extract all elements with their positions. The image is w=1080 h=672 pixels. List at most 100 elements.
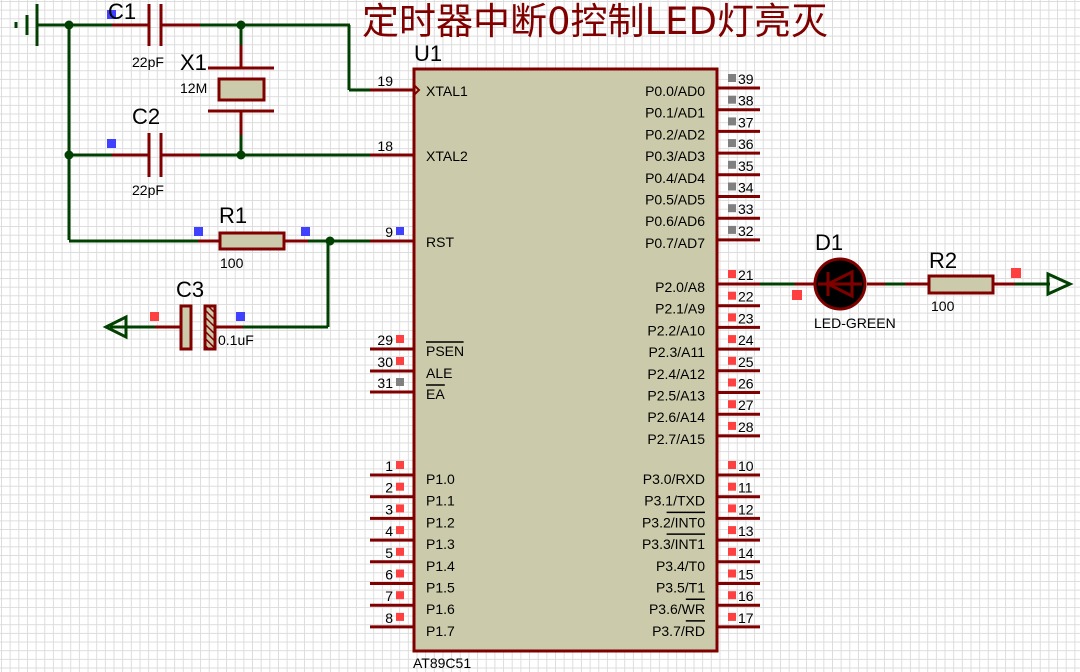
pin-label: RST	[426, 234, 454, 250]
pin-number: 2	[385, 480, 393, 496]
ground-symbol[interactable]	[14, 4, 39, 46]
pin-number: 34	[738, 180, 754, 196]
pin-marker-gray	[728, 204, 736, 213]
pin-number: 9	[385, 224, 393, 240]
pin-2[interactable]: 2P1.1	[370, 480, 455, 509]
pin-marker-red	[1011, 268, 1021, 278]
pin-number: 38	[738, 93, 754, 109]
pin-label: P2.1/A9	[655, 301, 705, 317]
pin-marker-gray	[728, 117, 736, 126]
pin-marker-red	[396, 591, 404, 600]
pin-label: P2.0/A8	[655, 279, 705, 295]
pin-label: P1.1	[426, 493, 455, 509]
pin-label-alt: T0	[689, 558, 706, 574]
pin-marker-blue	[236, 312, 245, 321]
junction-dot	[236, 150, 246, 160]
pin-label-alt: RD	[685, 623, 705, 639]
clock-marker-icon	[413, 84, 421, 96]
pin-8[interactable]: 8P1.7	[370, 610, 455, 639]
chip-u1[interactable]: U1 AT89C51 19XTAL118XTAL29RST29PSEN30ALE…	[370, 41, 760, 671]
pin-label: P2.2/A10	[647, 322, 705, 338]
crystal-body	[217, 77, 266, 102]
pin-label: P0.7/AD7	[645, 235, 705, 251]
pin-7[interactable]: 7P1.6	[370, 588, 455, 617]
pin-1[interactable]: 1P1.0	[370, 458, 455, 487]
pin-number: 16	[738, 588, 754, 604]
pin-number: 18	[377, 138, 393, 154]
pin-marker-red	[728, 335, 736, 344]
pin-label: XTAL2	[426, 148, 468, 164]
pin-marker-gray	[728, 139, 736, 148]
pin-label: P3.1/TXD	[644, 493, 705, 509]
resistor-r1[interactable]: R1 100	[194, 203, 310, 271]
pin-label: P1.3	[426, 536, 455, 552]
pin-number: 13	[738, 523, 754, 539]
resistor-body	[218, 231, 286, 251]
capacitor-c2[interactable]: C2 22pF	[107, 104, 200, 198]
c3-plate	[179, 304, 193, 351]
pin-label-prefix: P3.4/	[656, 558, 689, 574]
pin-marker-red	[396, 526, 404, 535]
pin-3[interactable]: 3P1.2	[370, 501, 455, 530]
junction-dot	[325, 236, 335, 246]
pin-marker-red	[728, 270, 736, 278]
pin-number: 27	[738, 397, 754, 413]
crystal-x1[interactable]: X1 12M	[180, 45, 274, 135]
pin-6[interactable]: 6P1.5	[370, 567, 455, 596]
pin-marker-gray	[728, 160, 736, 169]
pin-4[interactable]: 4P1.3	[370, 523, 455, 552]
pin-label: P0.3/AD3	[645, 148, 705, 164]
pin-marker-red	[728, 612, 736, 621]
pin-5[interactable]: 5P1.4	[370, 545, 455, 574]
c1-value-label: 22pF	[132, 54, 164, 70]
diode-icon	[824, 269, 854, 299]
capacitor-c3[interactable]: C3 0.1uF	[150, 277, 254, 351]
power-arrow-icon[interactable]	[1046, 271, 1074, 297]
pin-marker-red	[396, 569, 404, 578]
pin-number: 3	[385, 501, 393, 517]
pin-marker-red	[728, 547, 736, 556]
d1-ref-label: D1	[815, 230, 843, 255]
pin-marker-red	[728, 378, 736, 387]
junction-dot	[64, 150, 74, 160]
pin-marker-red	[728, 569, 736, 578]
pin-label-alt: RXD	[675, 471, 705, 487]
ground-arrow-icon[interactable]	[102, 314, 128, 340]
pin-label: P0.1/AD1	[645, 105, 705, 121]
capacitor-c1[interactable]: C1 22pF	[107, 0, 200, 70]
resistor-r2[interactable]: R2 100	[905, 248, 1021, 314]
led-d1[interactable]: D1 LED-GREEN	[792, 230, 896, 331]
pin-marker-red	[396, 612, 404, 621]
